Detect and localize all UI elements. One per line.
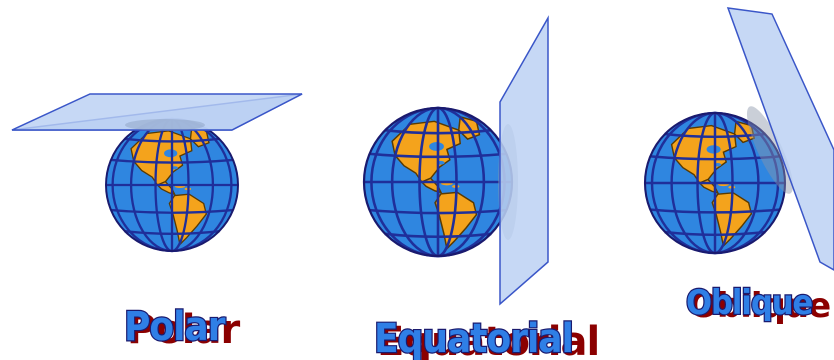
equatorial-globe	[364, 108, 512, 256]
polar-panel: Polar Polar	[12, 94, 302, 353]
polar-label: Polar	[124, 304, 226, 350]
oblique-label: Oblique	[686, 283, 813, 323]
oblique-panel: Oblique Oblique	[645, 8, 834, 326]
equatorial-plane	[500, 18, 548, 304]
polar-globe	[106, 119, 238, 251]
equatorial-panel: Equatorial Equatorial	[364, 18, 599, 360]
equatorial-label: Equatorial	[374, 316, 573, 360]
